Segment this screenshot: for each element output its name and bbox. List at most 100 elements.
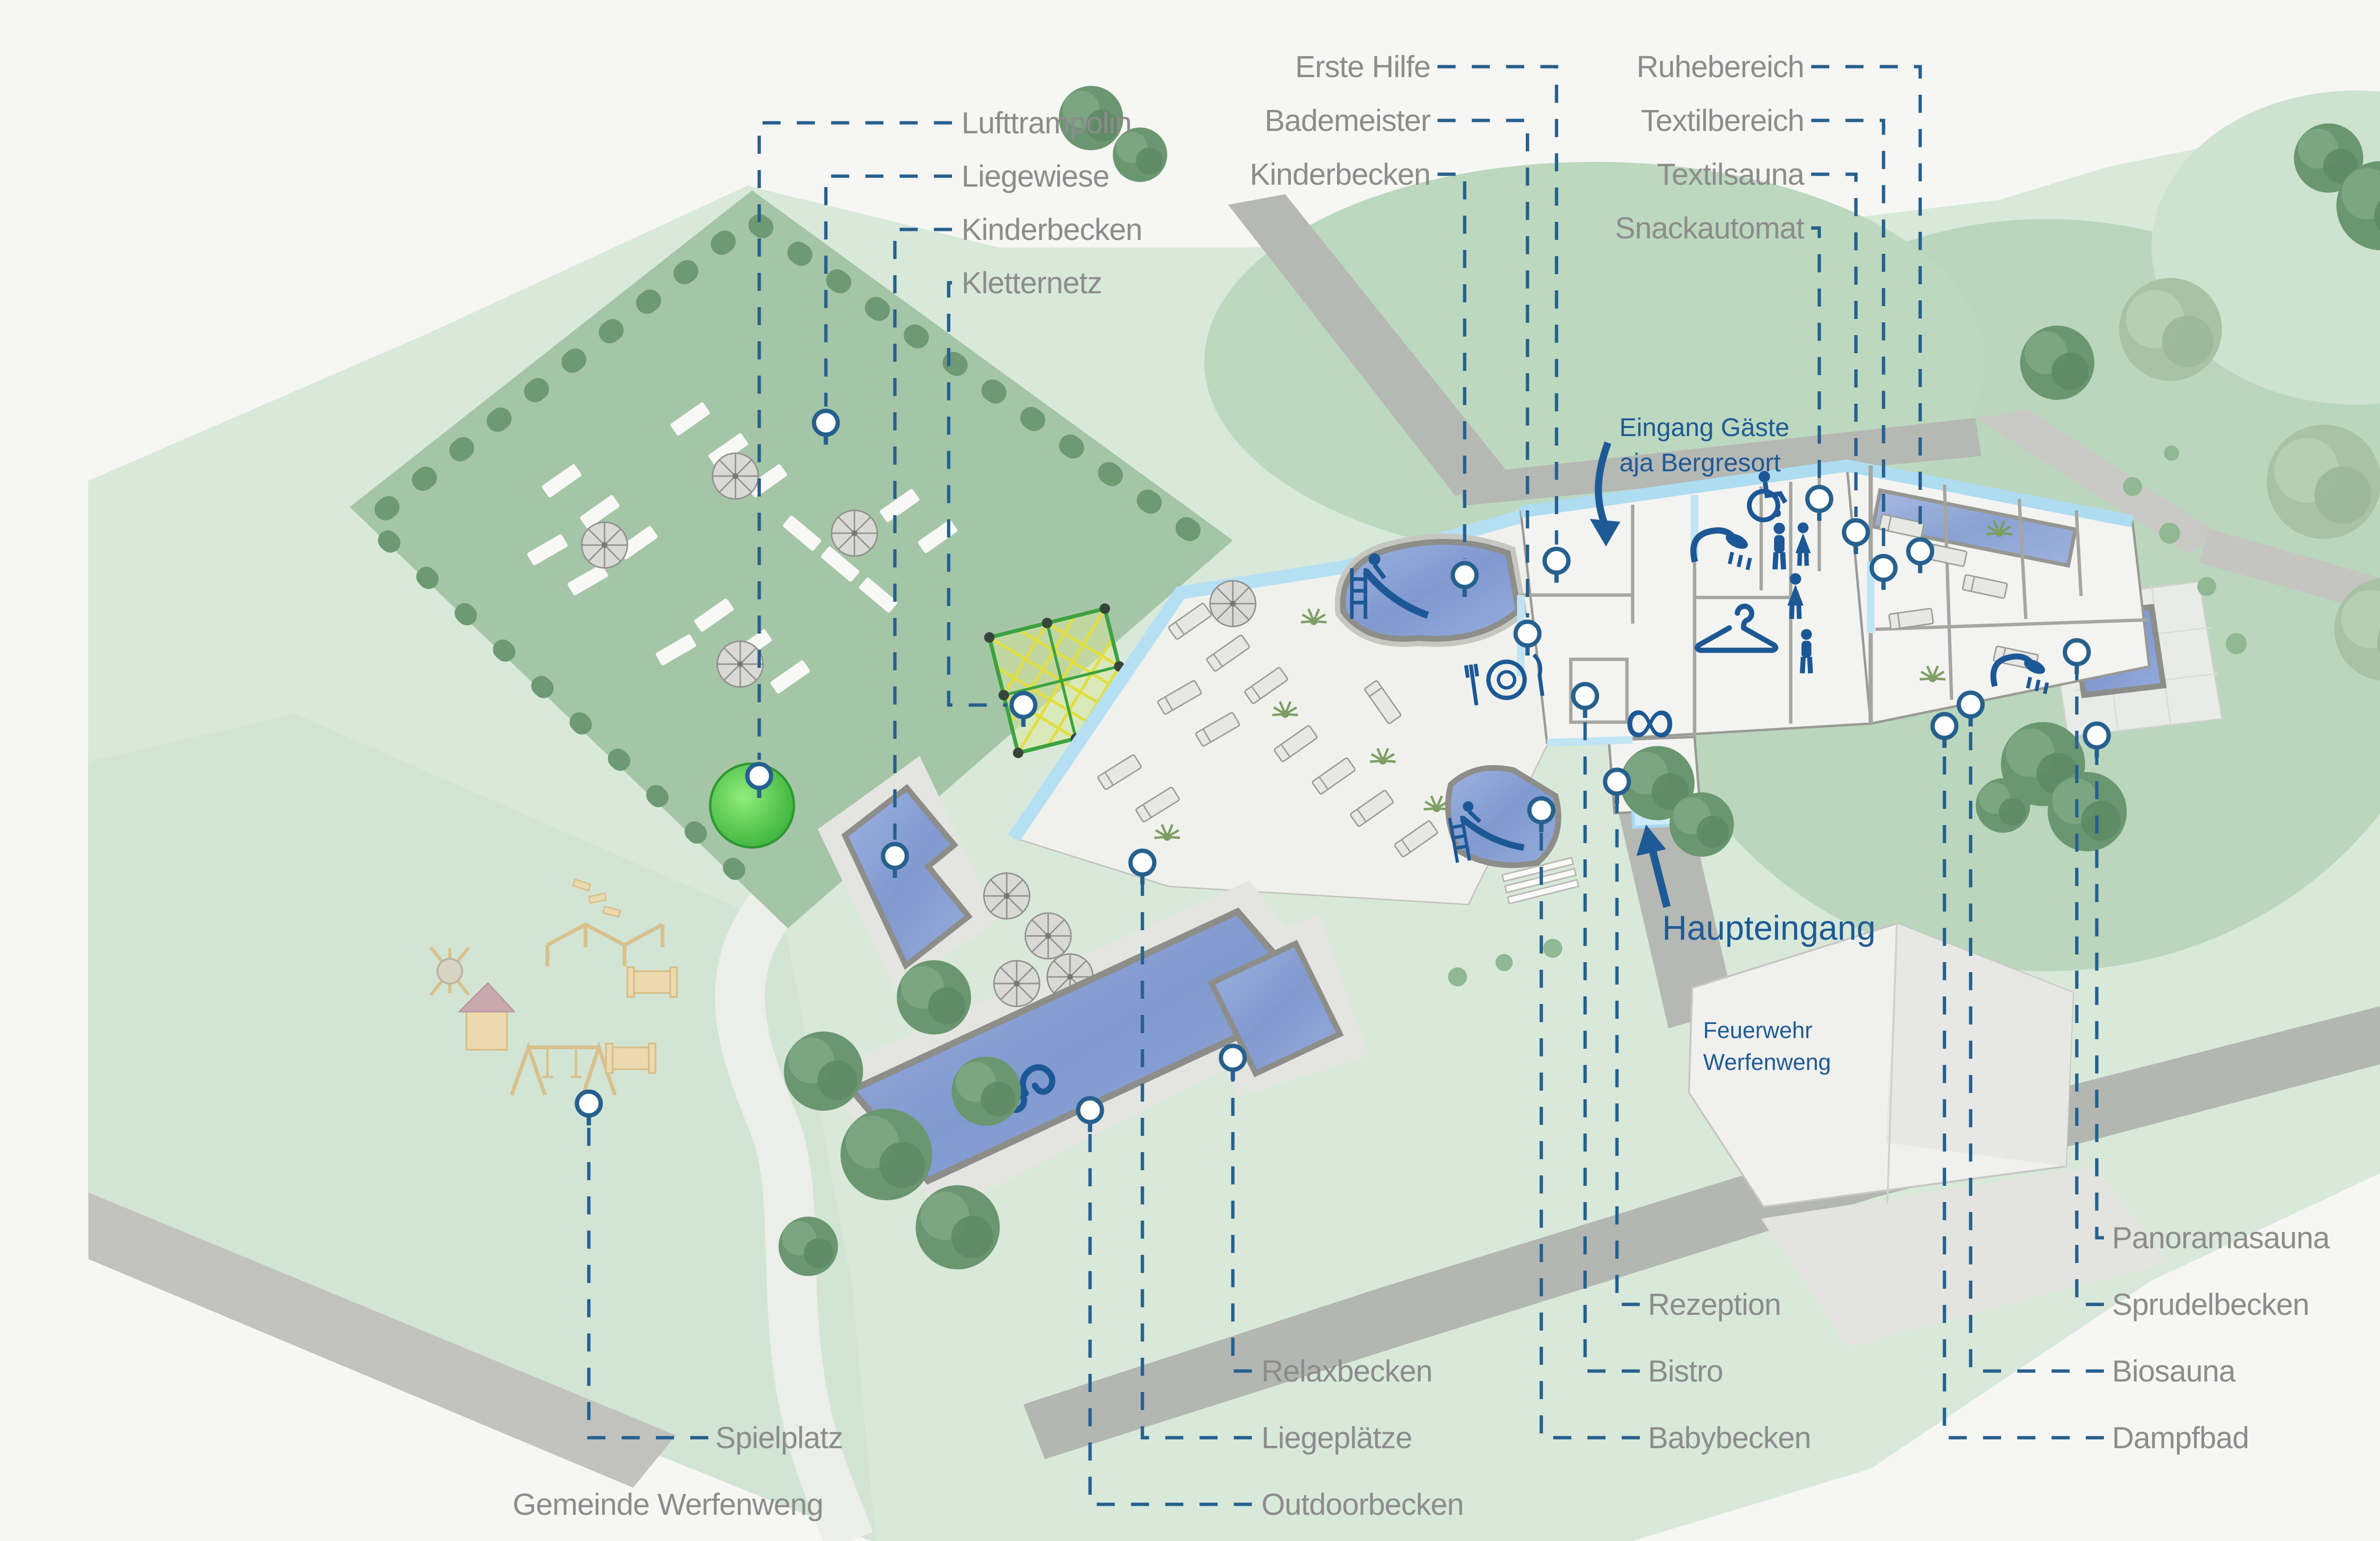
umbrella-icon: [716, 640, 764, 688]
path-east: [2199, 528, 2380, 614]
wheelchair-icon: [1747, 471, 1787, 522]
feuerwehr-roof-facet: [1886, 924, 2073, 1166]
leader-outdoorbecken: [1088, 1125, 1252, 1506]
hanger-icon: [1695, 604, 1778, 653]
tree-icon: [1669, 792, 1734, 857]
park-border-trees-bottom: [378, 530, 772, 905]
tree-icon: [2119, 278, 2222, 381]
swing-set: [510, 1041, 617, 1096]
tree-icon: [915, 1185, 1000, 1270]
umbrella-icon: [581, 521, 628, 569]
building-north-wall: [1520, 459, 2134, 527]
leader-sprudelbecken: [2075, 667, 2104, 1306]
label-kletternetz: Kletternetz: [962, 266, 1102, 300]
label-erste-hilfe: Erste Hilfe: [1295, 50, 1430, 84]
eingang-gaeste-line1: Eingang Gäste: [1619, 413, 1789, 442]
umbrella-icon: [983, 872, 1031, 920]
label-babybecken: Babybecken: [1648, 1421, 1811, 1455]
restaurant-icon: [1464, 653, 1545, 706]
callout-labels: Lufttrampolin Liegewiese Kinderbecken Kl…: [513, 50, 2330, 1521]
leader-panoramasauna: [2095, 751, 2104, 1240]
shrub-dots: [1448, 446, 2247, 986]
leader-spielplatz: [587, 1119, 708, 1440]
park-border-trees-top: [375, 206, 1208, 547]
label-rezeption: Rezeption: [1648, 1287, 1781, 1322]
leader-biosauna: [1969, 720, 2104, 1373]
building-blue-accents: [1517, 495, 1874, 746]
tree-icon: [2020, 326, 2094, 400]
label-biosauna: Biosauna: [2112, 1354, 2236, 1388]
haupteingang-arrow: [1636, 825, 1671, 908]
label-bistro: Bistro: [1648, 1354, 1723, 1388]
leader-ruhebereich: [1811, 65, 1922, 536]
tree-icon: [952, 1056, 1021, 1126]
haupteingang-label: Haupteingang: [1662, 909, 1875, 947]
playground: [429, 878, 678, 1096]
label-kinderbecken-mitte: Kinderbecken: [1250, 157, 1430, 191]
leader-lines: [587, 65, 2104, 1506]
tree-icon: [778, 1216, 838, 1276]
eingang-gaeste-arrow: [1590, 441, 1620, 547]
leader-erste-hilfe: [1438, 65, 1558, 545]
feuerwehr-building: Feuerwehr Werfenweng: [1687, 922, 2074, 1208]
tree-icon: [2267, 425, 2380, 539]
label-sprudelbecken: Sprudelbecken: [2112, 1287, 2309, 1322]
tree-icon: [840, 1108, 932, 1201]
umbrella-icon: [712, 452, 759, 500]
feuerwehr-label-line2: Werfenweng: [1703, 1050, 1831, 1075]
label-ruhebereich: Ruhebereich: [1636, 50, 1804, 84]
label-lufttrampolin: Lufttrampolin: [962, 106, 1131, 140]
walk-haupteingang: [1618, 807, 1735, 1028]
feuerwehr-ridge: [1886, 923, 1898, 1204]
indoor-pool: [1871, 488, 2078, 568]
tree-icon: [1975, 778, 2031, 833]
label-textilsauna: Textilsauna: [1657, 157, 1805, 191]
umbrella-icon: [993, 960, 1041, 1007]
label-kinderbecken-west: Kinderbecken: [962, 212, 1142, 247]
trees: [778, 86, 2380, 1276]
tree-icon: [783, 1031, 863, 1111]
park-meadow: [350, 190, 1233, 928]
label-relaxbecken: Relaxbecken: [1261, 1354, 1432, 1388]
label-panoramasauna: Panoramasauna: [2112, 1221, 2330, 1255]
leader-textilbereich: [1811, 119, 1885, 553]
leader-textilsauna: [1811, 172, 1858, 517]
path-northeast: [1975, 409, 2218, 555]
label-spielplatz: Spielplatz: [715, 1421, 843, 1455]
leader-liegewiese: [824, 174, 952, 407]
leader-lufttrampolin: [757, 121, 952, 760]
tree-icon: [897, 960, 971, 1034]
infinity-icon: ∞: [1625, 680, 1676, 760]
leader-bademeister: [1438, 119, 1529, 617]
paving-south-center: [1761, 1166, 2171, 1347]
leader-rezeption: [1615, 797, 1640, 1306]
label-bademeister: Bademeister: [1265, 103, 1431, 138]
kids-pool-outdoor: [841, 784, 973, 970]
path-north: [1228, 194, 1509, 496]
playground-lawn: [88, 714, 876, 1541]
umbrella-icon: [1209, 580, 1257, 627]
label-liegewiese: Liegewiese: [962, 159, 1109, 193]
leader-dampfbad: [1943, 741, 2104, 1440]
playground-path: [715, 886, 873, 1541]
leader-snackautomat: [1811, 226, 1821, 484]
eingang-gaeste-line2: aja Bergresort: [1619, 448, 1781, 477]
balance-logs: [572, 878, 622, 918]
air-trampoline: [709, 762, 795, 849]
feuerwehr-label-line1: Feuerwehr: [1703, 1018, 1812, 1044]
annotations: Eingang Gäste aja Bergresort Haupteingan…: [1590, 413, 1875, 947]
label-gemeinde-werfenweng: Gemeinde Werfenweng: [513, 1487, 823, 1521]
leader-relaxbecken: [1231, 1073, 1252, 1373]
relax-pool: [1207, 940, 1344, 1077]
leader-kinderbecken-mitte: [1438, 172, 1467, 559]
label-liegeplaetze: Liegeplätze: [1261, 1421, 1412, 1455]
leader-bistro: [1583, 711, 1640, 1373]
label-dampfbad: Dampfbad: [2112, 1421, 2249, 1455]
leader-kletternetz: [947, 281, 1007, 707]
label-snackautomat: Snackautomat: [1615, 211, 1805, 245]
map-icons: ∞: [1464, 471, 2050, 760]
climbing-frame: [545, 922, 664, 966]
road-southwest: [89, 1193, 676, 1488]
